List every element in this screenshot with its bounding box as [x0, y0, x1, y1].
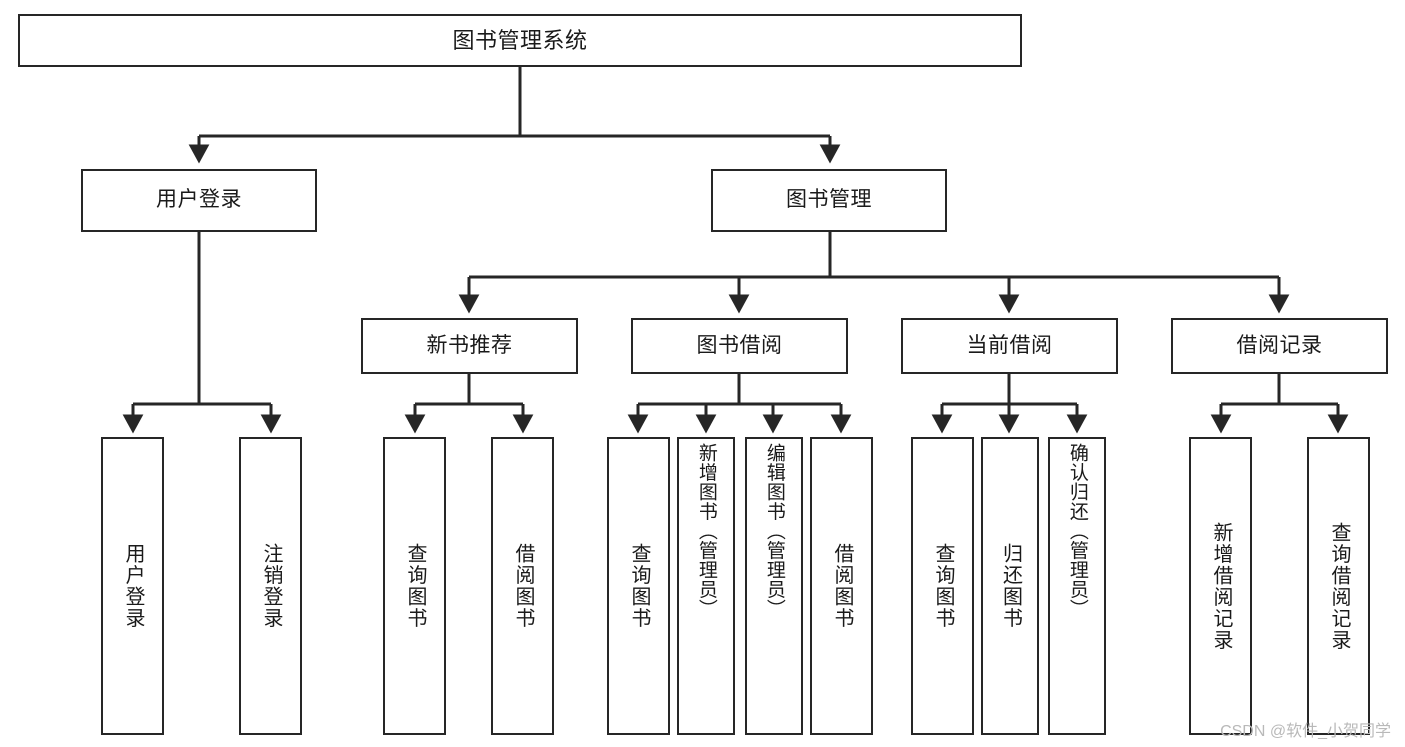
node-label: 图书管理 [786, 188, 872, 212]
node-label: 查询图书 [628, 543, 650, 629]
node-borrowing-record[interactable]: 借阅记录 [1171, 318, 1388, 374]
node-label: 注销登录 [260, 543, 282, 629]
node-label: 图书借阅 [696, 333, 783, 357]
node-label: 新增图书（管理员） [695, 443, 717, 619]
leaf-logout[interactable]: 注销登录 [239, 437, 302, 735]
leaf-confirm-return-admin[interactable]: 确认归还（管理员） [1048, 437, 1106, 735]
node-label: 编辑图书（管理员） [763, 443, 785, 619]
node-label: 确认归还（管理员） [1066, 443, 1088, 619]
node-label: 借阅记录 [1236, 333, 1323, 357]
node-label: 归还图书 [999, 543, 1022, 629]
leaf-add-book-admin[interactable]: 新增图书（管理员） [677, 437, 735, 735]
leaf-query-book-recommendation[interactable]: 查询图书 [383, 437, 446, 735]
node-label: 查询图书 [932, 543, 954, 629]
node-label: 借阅图书 [512, 543, 534, 629]
node-label: 新增借阅记录 [1210, 521, 1232, 651]
node-root-book-management-system[interactable]: 图书管理系统 [18, 14, 1022, 67]
leaf-query-book-current[interactable]: 查询图书 [911, 437, 974, 735]
node-book-management[interactable]: 图书管理 [711, 169, 947, 232]
leaf-borrow-book-borrowing[interactable]: 借阅图书 [810, 437, 873, 735]
node-label: 查询图书 [404, 543, 426, 629]
node-current-borrowing[interactable]: 当前借阅 [901, 318, 1118, 374]
node-label: 当前借阅 [966, 333, 1053, 357]
leaf-borrow-book-recommendation[interactable]: 借阅图书 [491, 437, 554, 735]
node-label: 图书管理系统 [452, 27, 588, 53]
csdn-watermark: CSDN @软件_小贺同学 [1220, 723, 1391, 740]
leaf-return-book[interactable]: 归还图书 [981, 437, 1039, 735]
node-label: 用户登录 [122, 543, 144, 629]
node-new-book-recommendation[interactable]: 新书推荐 [361, 318, 578, 374]
leaf-query-book-borrowing[interactable]: 查询图书 [607, 437, 670, 735]
node-book-borrowing[interactable]: 图书借阅 [631, 318, 848, 374]
node-user-login[interactable]: 用户登录 [81, 169, 317, 232]
leaf-user-login[interactable]: 用户登录 [101, 437, 164, 735]
leaf-query-borrowing-record[interactable]: 查询借阅记录 [1307, 437, 1370, 735]
leaf-add-borrowing-record[interactable]: 新增借阅记录 [1189, 437, 1252, 735]
node-label: 新书推荐 [426, 333, 513, 357]
leaf-edit-book-admin[interactable]: 编辑图书（管理员） [745, 437, 803, 735]
node-label: 查询借阅记录 [1328, 521, 1350, 651]
node-label: 借阅图书 [831, 543, 853, 629]
node-label: 用户登录 [156, 188, 242, 212]
